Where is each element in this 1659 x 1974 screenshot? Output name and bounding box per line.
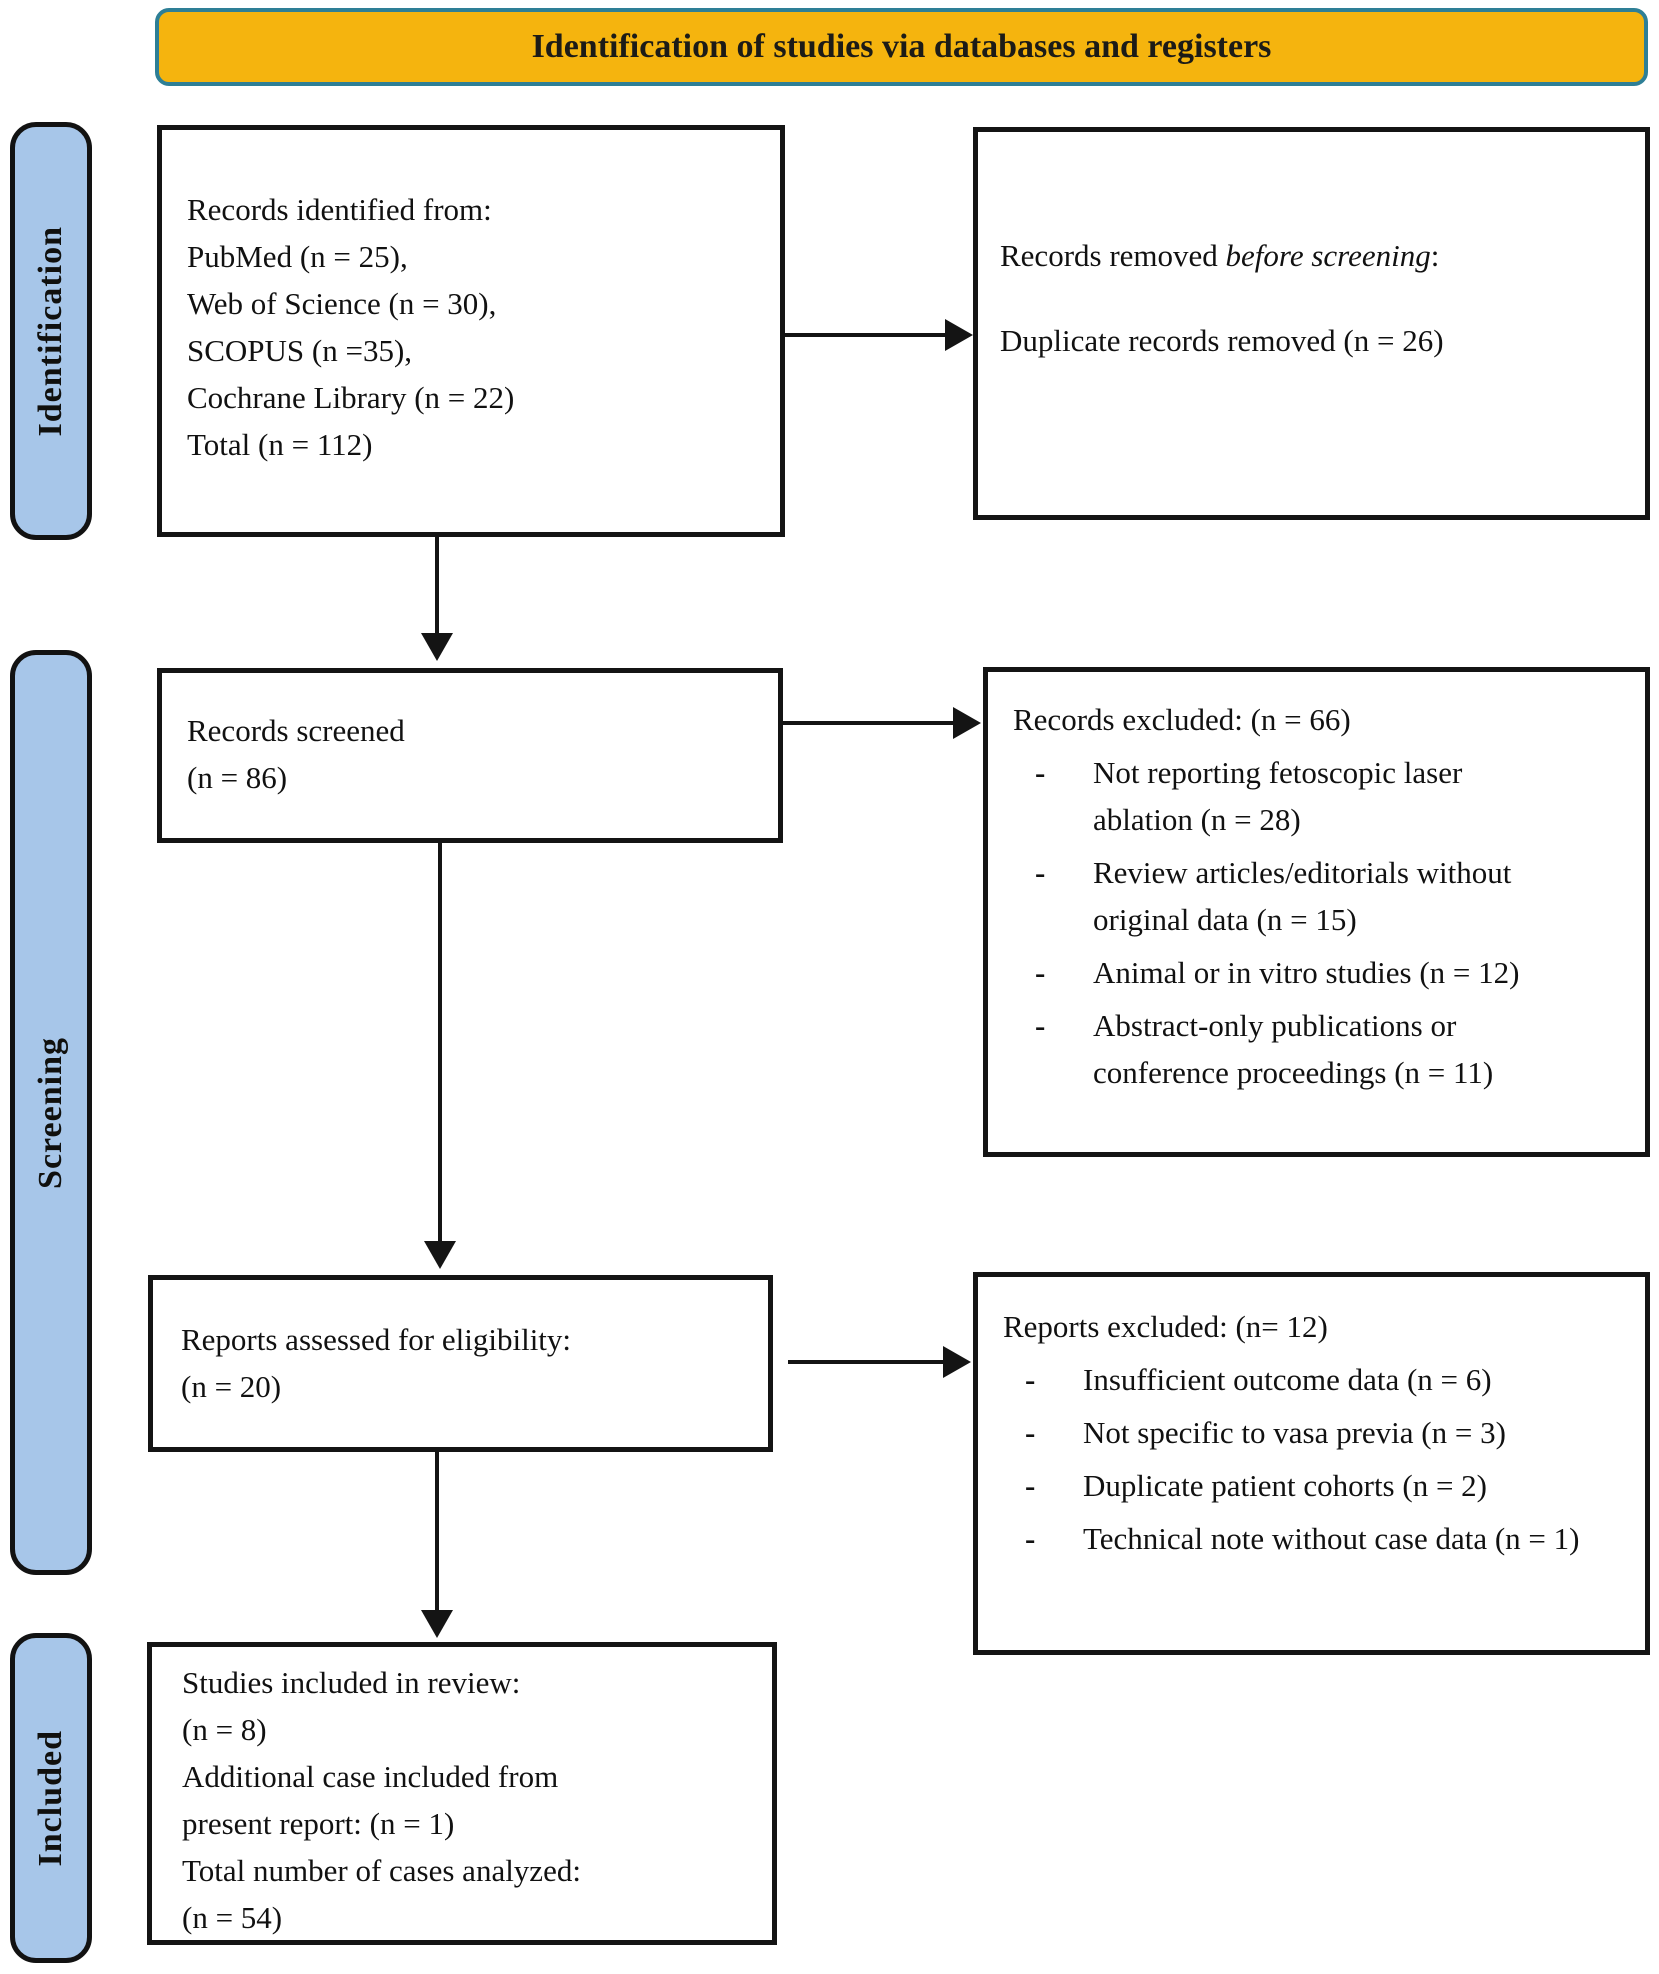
arrow-shaft	[435, 537, 439, 635]
list-item-text: Not specific to vasa previa (n = 3)	[1083, 1415, 1506, 1450]
arrow-head	[421, 633, 453, 661]
text-line: Cochrane Library (n = 22)	[187, 380, 515, 415]
list-item: - Review articles/editorials without ori…	[1013, 849, 1635, 943]
list-item: - Not reporting fetoscopic laser ablatio…	[1013, 749, 1635, 843]
arrow-shaft	[788, 1360, 945, 1364]
list-item: - Animal or in vitro studies (n = 12)	[1013, 949, 1635, 996]
box-title: Records excluded: (n = 66)	[1013, 702, 1351, 737]
arrow-identified-to-removed-icon	[785, 319, 973, 351]
stage-ribbon-screening: Screening	[10, 650, 92, 1575]
list-item: - Duplicate patient cohorts (n = 2)	[1003, 1462, 1635, 1509]
text-segment-italic: before screening	[1225, 238, 1431, 273]
arrow-identified-to-screened-icon	[421, 537, 453, 661]
dash-bullet: -	[1025, 1468, 1036, 1503]
dash-bullet: -	[1025, 1362, 1036, 1397]
text-line: Web of Science (n = 30),	[187, 286, 497, 321]
list-item: - Technical note without case data (n = …	[1003, 1515, 1635, 1562]
box-records-removed-before-screening: Records removed before screening: Duplic…	[973, 127, 1650, 520]
arrow-shaft	[783, 721, 955, 725]
text-line: (n = 86)	[187, 760, 288, 795]
text-line: (n = 20)	[181, 1369, 282, 1404]
list-item-text: Animal or in vitro studies (n = 12)	[1093, 955, 1520, 990]
dash-bullet: -	[1035, 755, 1046, 790]
arrow-head	[953, 707, 981, 739]
stage-label-identification: Identification	[32, 225, 69, 437]
text-segment: Records removed	[1000, 238, 1226, 273]
box-reports-assessed: Reports assessed for eligibility: (n = 2…	[148, 1275, 773, 1452]
dash-bullet: -	[1035, 855, 1046, 890]
stage-label-included: Included	[32, 1729, 69, 1867]
text-line: (n = 54)	[182, 1900, 283, 1935]
text-line: Records identified from:	[187, 192, 492, 227]
text-line: PubMed (n = 25),	[187, 239, 408, 274]
banner-title: Identification of studies via databases …	[531, 28, 1272, 65]
text-line: SCOPUS (n =35),	[187, 333, 413, 368]
box-records-excluded: Records excluded: (n = 66) - Not reporti…	[983, 667, 1650, 1157]
arrow-head	[945, 319, 973, 351]
box-records-identified: Records identified from: PubMed (n = 25)…	[157, 125, 785, 537]
text-line: Studies included in review:	[182, 1665, 521, 1700]
list-item: - Not specific to vasa previa (n = 3)	[1003, 1409, 1635, 1456]
dash-bullet: -	[1035, 955, 1046, 990]
text-line: Duplicate records removed (n = 26)	[1000, 323, 1444, 358]
box-title: Reports excluded: (n= 12)	[1003, 1309, 1328, 1344]
arrow-assessed-to-included-icon	[421, 1452, 453, 1638]
stage-ribbon-included: Included	[10, 1633, 92, 1963]
list-item-text: Insufficient outcome data (n = 6)	[1083, 1362, 1492, 1397]
text-line: Total number of cases analyzed:	[182, 1853, 581, 1888]
arrow-screened-to-assessed-icon	[424, 843, 456, 1269]
arrow-head	[424, 1241, 456, 1269]
arrow-screened-to-excluded-icon	[783, 707, 981, 739]
arrow-shaft	[785, 333, 947, 337]
list-item-text: Technical note without case data (n = 1)	[1083, 1521, 1580, 1556]
list-item: - Abstract-only publications or conferen…	[1013, 1002, 1635, 1096]
text-line: Reports assessed for eligibility:	[181, 1322, 572, 1357]
list-item: - Insufficient outcome data (n = 6)	[1003, 1356, 1635, 1403]
box-records-screened: Records screened (n = 86)	[157, 668, 783, 843]
list-item-text: Abstract-only publications or conference…	[1093, 1008, 1494, 1090]
text-line: Additional case included from	[182, 1759, 559, 1794]
box-reports-excluded: Reports excluded: (n= 12) - Insufficient…	[973, 1272, 1650, 1655]
dash-bullet: -	[1035, 1008, 1046, 1043]
arrow-shaft	[438, 843, 442, 1243]
list-item-text: Not reporting fetoscopic laser ablation …	[1093, 755, 1463, 837]
list-item-text: Review articles/editorials without origi…	[1093, 855, 1512, 937]
stage-label-screening: Screening	[32, 1036, 69, 1189]
list-item-text: Duplicate patient cohorts (n = 2)	[1083, 1468, 1487, 1503]
banner-identification-of-studies: Identification of studies via databases …	[155, 8, 1648, 86]
arrow-assessed-to-excluded-icon	[788, 1346, 971, 1378]
arrow-head	[421, 1610, 453, 1638]
text-segment: :	[1430, 238, 1440, 273]
text-line: present report: (n = 1)	[182, 1806, 455, 1841]
text-line: Records screened	[187, 713, 405, 748]
arrow-head	[943, 1346, 971, 1378]
text-line: Records removed before screening:	[1000, 232, 1630, 279]
text-line: (n = 8)	[182, 1712, 267, 1747]
box-studies-included: Studies included in review: (n = 8) Addi…	[147, 1642, 777, 1945]
dash-bullet: -	[1025, 1521, 1036, 1556]
dash-bullet: -	[1025, 1415, 1036, 1450]
text-line: Total (n = 112)	[187, 427, 373, 462]
arrow-shaft	[435, 1452, 439, 1612]
stage-ribbon-identification: Identification	[10, 122, 92, 540]
